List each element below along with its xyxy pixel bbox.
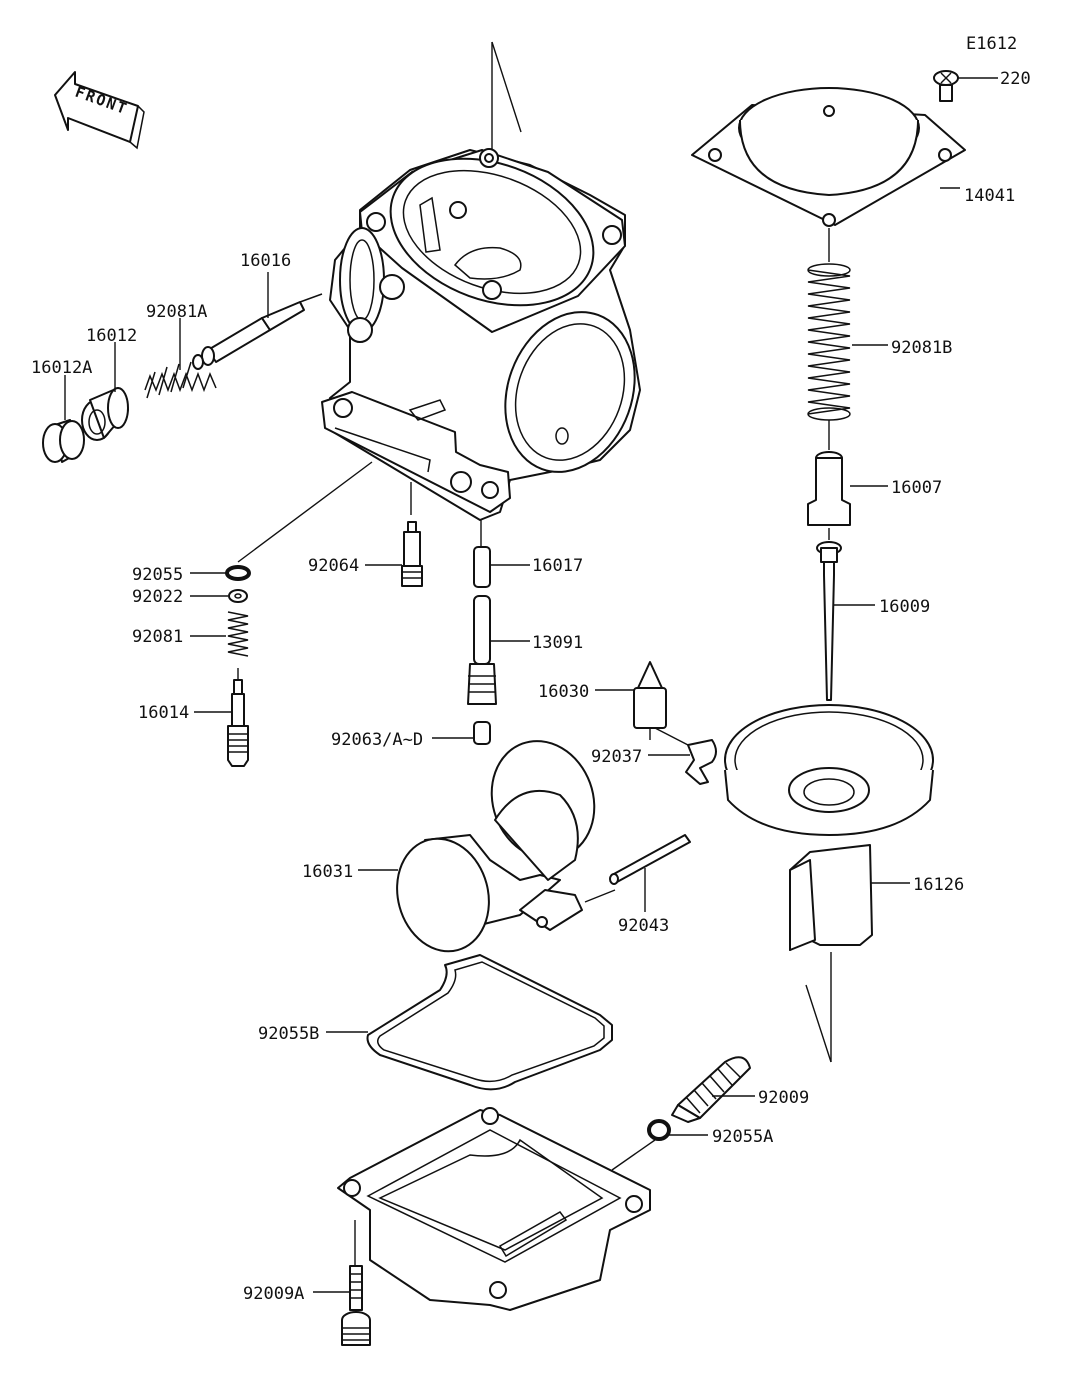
oring-92055 <box>190 565 251 581</box>
needle-jet-13091 <box>467 595 530 705</box>
cap-16012A <box>42 375 85 463</box>
label-16012: 16012 <box>86 326 137 346</box>
spring-92081B <box>807 263 888 421</box>
spring-92081 <box>190 611 249 657</box>
label-16007: 16007 <box>891 478 942 498</box>
label-92063: 92063/A~D <box>331 730 423 750</box>
needle-16009 <box>816 528 875 701</box>
float-bowl <box>337 1107 651 1311</box>
label-220: 220 <box>1000 69 1031 89</box>
jet-92064 <box>365 521 423 587</box>
carburetor-body <box>237 41 641 563</box>
label-92037: 92037 <box>591 747 642 767</box>
clip-92037 <box>648 727 717 785</box>
screw-220 <box>933 70 998 102</box>
label-92081B: 92081B <box>891 338 952 358</box>
label-92043: 92043 <box>618 916 669 936</box>
spring-92081A <box>144 318 217 399</box>
label-92081: 92081 <box>132 627 183 647</box>
jet-16017 <box>473 520 530 588</box>
screw-92009A <box>313 1265 371 1346</box>
pilot-screw-16016 <box>192 272 323 370</box>
label-92055B: 92055B <box>258 1024 319 1044</box>
float-valve-16030 <box>595 661 667 740</box>
plug-16012 <box>81 342 129 441</box>
float-16031 <box>358 740 616 953</box>
cover-14041 <box>691 87 966 262</box>
label-16009: 16009 <box>879 597 930 617</box>
label-92055A: 92055A <box>712 1127 773 1147</box>
screw-92009 <box>671 1056 755 1123</box>
label-16126: 16126 <box>913 875 964 895</box>
label-16014: 16014 <box>138 703 189 723</box>
label-92009: 92009 <box>758 1088 809 1108</box>
label-92081A: 92081A <box>146 302 207 322</box>
label-16017: 16017 <box>532 556 583 576</box>
oring-92055A <box>611 1119 708 1171</box>
front-arrow-icon: FRONT <box>54 71 145 150</box>
diagram-code: E1612 <box>966 34 1017 54</box>
diaphragm-16126 <box>724 704 934 1063</box>
label-16016: 16016 <box>240 251 291 271</box>
label-16030: 16030 <box>538 682 589 702</box>
needle-16014 <box>194 668 249 767</box>
pin-92043 <box>609 834 691 912</box>
label-92064: 92064 <box>308 556 359 576</box>
label-92055: 92055 <box>132 565 183 585</box>
main-jet-92063 <box>432 721 491 745</box>
label-92022: 92022 <box>132 587 183 607</box>
label-16012A: 16012A <box>31 358 92 378</box>
label-92009A: 92009A <box>243 1284 304 1304</box>
holder-16007 <box>807 420 888 526</box>
gasket-92055B <box>326 954 613 1091</box>
label-14041: 14041 <box>964 186 1015 206</box>
washer-92022 <box>190 589 248 603</box>
label-13091: 13091 <box>532 633 583 653</box>
label-16031: 16031 <box>302 862 353 882</box>
